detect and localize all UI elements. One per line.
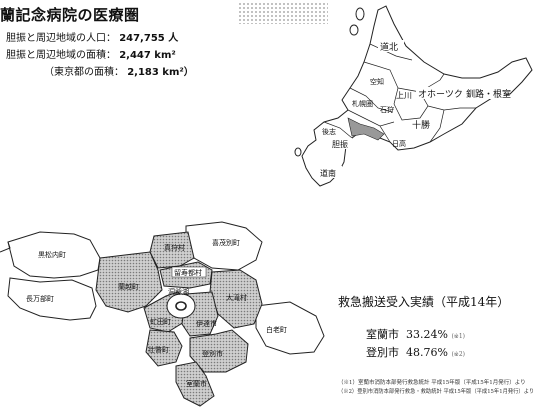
region-sobetsu [145,329,183,367]
hospital-area-highlight [347,117,385,141]
medical-area-map: 黒松内町 長万部町 真狩村 喜茂別町 留寿都村 蘭越町 洞爺湖 大滝村 虻田町 … [0,221,325,407]
rescue-note: (※1) [451,333,465,340]
rescue-note: (※2) [451,351,465,358]
footnote-2: （※2）登別市消防本部発行救急・救助統計 平成15年版（平成15年1月発行）より [338,389,535,395]
label-tokachi: 十勝 [412,119,430,131]
nakajima-island [175,301,187,311]
label-toyoura: 蘭越町 [118,282,139,291]
label-abuta: 虻田町 [150,317,171,326]
label-kamikawa: 上川 [396,91,412,100]
region-muroran [175,361,215,407]
okushiri-island [294,147,302,157]
tokyo-area-label: （東京都の面積： [44,67,124,78]
region-shiraoi [255,301,325,355]
region-noboribetsu [189,329,249,373]
area-value: 2,447 km² [119,50,176,61]
label-oshamambe: 長万部町 [26,294,54,303]
label-hidaka: 日高 [392,139,406,148]
label-kimobetsu-north: 喜茂別町 [212,238,240,247]
tokyo-area-stat: （東京都の面積： 2,183 km²） [44,63,194,78]
region-toyoura [95,251,163,313]
label-okhotsk: オホーツク [418,89,463,100]
area-stat: 胆振と周辺地域の面積： 2,447 km² [6,46,176,61]
label-dohoku: 道北 [380,41,398,53]
label-shiraoi: 白老町 [266,325,287,334]
page-title: 蘭記念病院の医療圏 [0,6,140,24]
rescue-row-muroran: 室蘭市 33.24% (※1) [366,326,465,342]
population-label: 胆振と周辺地域の人口： [6,33,116,44]
label-shiribeshi: 後志 [322,127,336,136]
label-makkari: 真狩村 [164,243,185,252]
population-value: 247,755 人 [119,33,179,44]
rescue-title: 救急搬送受入実績（平成14年） [338,295,510,309]
label-otaki: 大滝村 [226,293,247,302]
label-rusutsu: 留寿都村 [174,268,202,277]
rescue-row-noboribetsu: 登別市 48.76% (※2) [366,344,465,360]
rescue-pct: 33.24% [406,328,448,341]
rebun-island [355,7,365,21]
label-iburi: 胆振 [332,139,348,149]
label-sobetsu: 壮瞥町 [148,345,169,354]
label-ishikari: 石狩 [380,105,394,114]
rescue-city: 登別市 [366,346,399,359]
footnote-1: （※1）室蘭市消防本部発行救急統計 平成15年版（平成15年1月発行）より [338,380,526,386]
area-label: 胆振と周辺地域の面積： [6,50,116,61]
label-sorachi: 空知 [370,77,384,86]
label-donan: 道南 [320,168,336,178]
rishiri-island [349,24,359,36]
tokyo-area-value: 2,183 km²） [127,67,194,78]
label-toya: 洞爺湖 [168,287,189,296]
label-kuromatsunai: 黒松内町 [38,250,66,259]
rescue-pct: 48.76% [406,346,448,359]
label-kushiro-nemuro: 釧路・根室 [466,88,511,100]
label-sapporo-area: 札幌圏 [352,99,373,108]
population-stat: 胆振と周辺地域の人口： 247,755 人 [6,29,178,44]
rescue-city: 室蘭市 [366,328,399,341]
title-halftone [238,2,328,24]
label-noboribetsu: 登別市 [202,349,223,358]
label-muroran: 室蘭市 [186,379,207,388]
region-oshamambe [7,277,97,321]
label-date: 伊達市 [196,319,217,328]
hokkaido-map: 道北 オホーツク 空知 上川 石狩 札幌圏 後志 釧路・根室 十勝 日高 胆振 … [294,5,533,187]
